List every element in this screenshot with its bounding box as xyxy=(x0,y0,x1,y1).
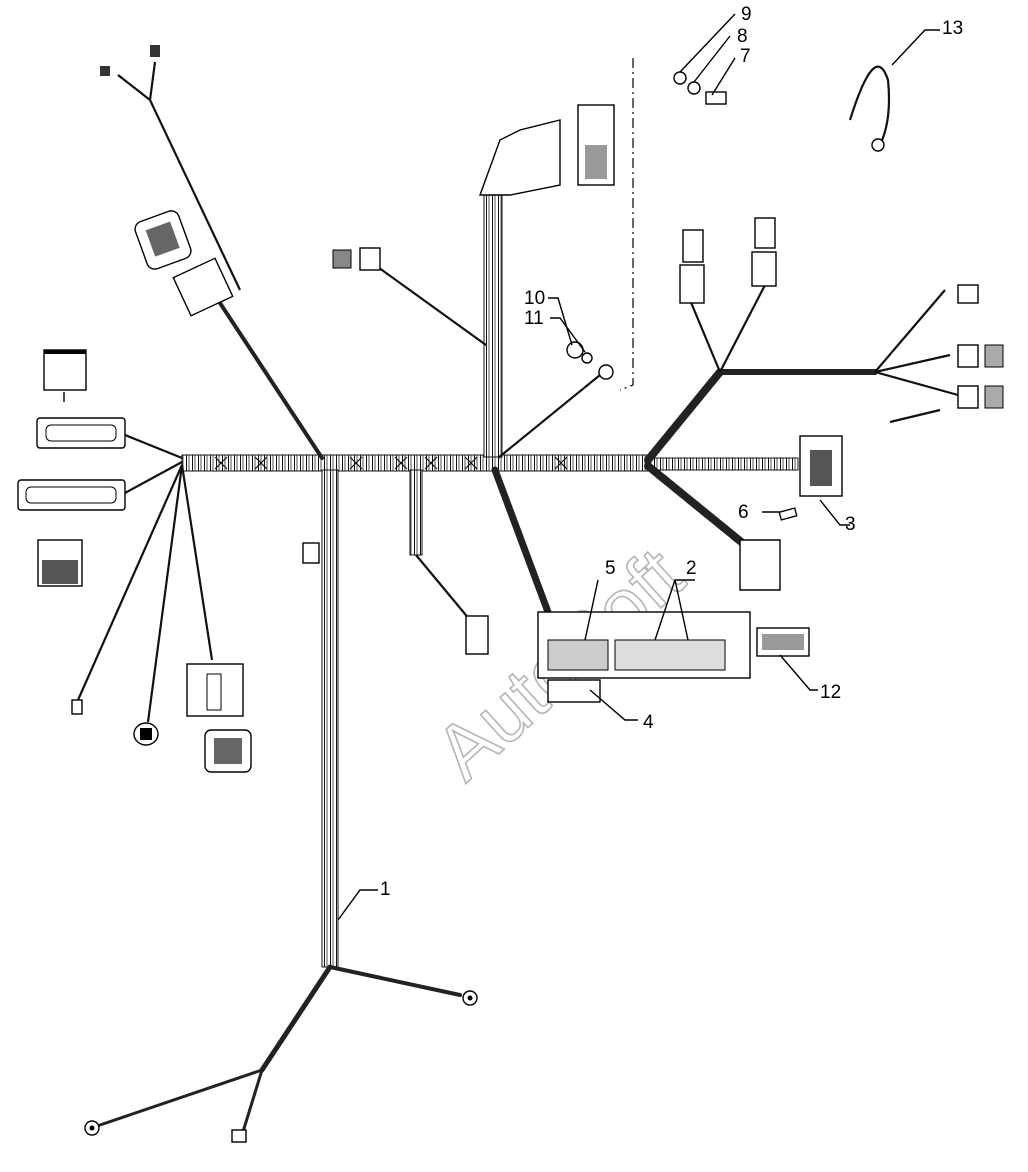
assembly-boundary xyxy=(619,58,634,391)
callout-3: 3 xyxy=(845,514,856,535)
hardware-parts xyxy=(673,65,891,152)
callout-7: 7 xyxy=(740,46,751,67)
callout-5: 5 xyxy=(605,558,616,579)
ecu-branches xyxy=(409,466,810,703)
callout-4: 4 xyxy=(643,712,654,733)
callout-2: 2 xyxy=(686,558,697,579)
bottom-branches xyxy=(84,964,478,1143)
callout-1: 1 xyxy=(380,879,391,900)
upper-left-branch xyxy=(100,45,324,460)
right-branches xyxy=(644,217,1004,591)
callout-6: 6 xyxy=(738,502,749,523)
leader-lines xyxy=(337,13,940,921)
callout-13: 13 xyxy=(942,18,963,39)
callout-labels: 1 2 3 4 5 6 7 8 9 10 11 12 13 xyxy=(380,4,963,900)
callout-9: 9 xyxy=(741,4,752,25)
vertical-trunk xyxy=(302,469,339,968)
left-fanout xyxy=(71,433,214,746)
callout-8: 8 xyxy=(737,26,748,47)
main-trunk xyxy=(181,454,651,472)
ground-wire xyxy=(497,341,614,459)
callout-10: 10 xyxy=(524,288,545,309)
left-connectors xyxy=(17,349,252,773)
callout-12: 12 xyxy=(820,682,841,703)
callout-11: 11 xyxy=(524,308,544,329)
center-top-branch xyxy=(332,104,615,458)
